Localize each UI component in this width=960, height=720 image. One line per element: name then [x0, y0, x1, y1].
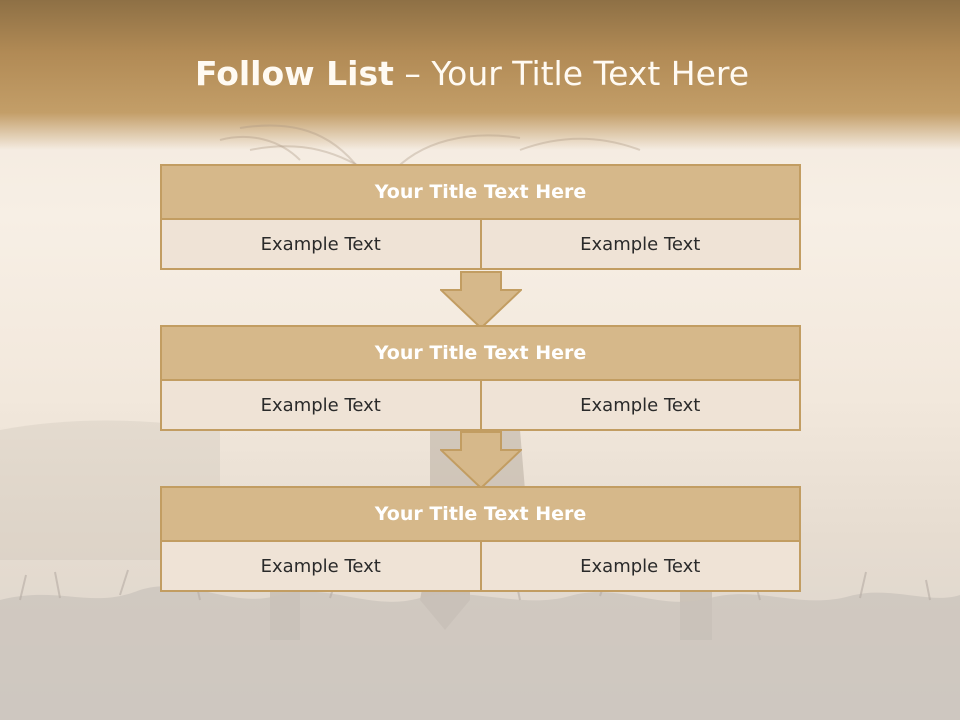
step-1-title[interactable]: Your Title Text Here	[160, 164, 801, 220]
down-arrow-1	[440, 271, 522, 329]
down-arrow-2	[440, 431, 522, 489]
step-2-right-cell[interactable]: Example Text	[479, 381, 800, 429]
slide-title-bold: Follow List	[194, 54, 394, 93]
step-1-row: Example Text Example Text	[160, 220, 801, 270]
step-2-left-cell[interactable]: Example Text	[260, 394, 381, 416]
step-2[interactable]: Your Title Text Here Example Text Exampl…	[160, 325, 801, 431]
step-3[interactable]: Your Title Text Here Example Text Exampl…	[160, 486, 801, 592]
step-3-left-cell[interactable]: Example Text	[260, 555, 381, 577]
step-3-right-cell[interactable]: Example Text	[479, 542, 800, 590]
step-2-row: Example Text Example Text	[160, 381, 801, 431]
step-3-title[interactable]: Your Title Text Here	[160, 486, 801, 542]
step-1-right-cell[interactable]: Example Text	[479, 220, 800, 268]
step-1-left-cell[interactable]: Example Text	[260, 233, 381, 255]
slide-title-rest: – Your Title Text Here	[393, 54, 750, 93]
header-band	[0, 0, 960, 150]
slide-title[interactable]: Follow List – Your Title Text Here	[0, 54, 944, 93]
step-3-row: Example Text Example Text	[160, 542, 801, 592]
step-1[interactable]: Your Title Text Here Example Text Exampl…	[160, 164, 801, 270]
step-2-title[interactable]: Your Title Text Here	[160, 325, 801, 381]
